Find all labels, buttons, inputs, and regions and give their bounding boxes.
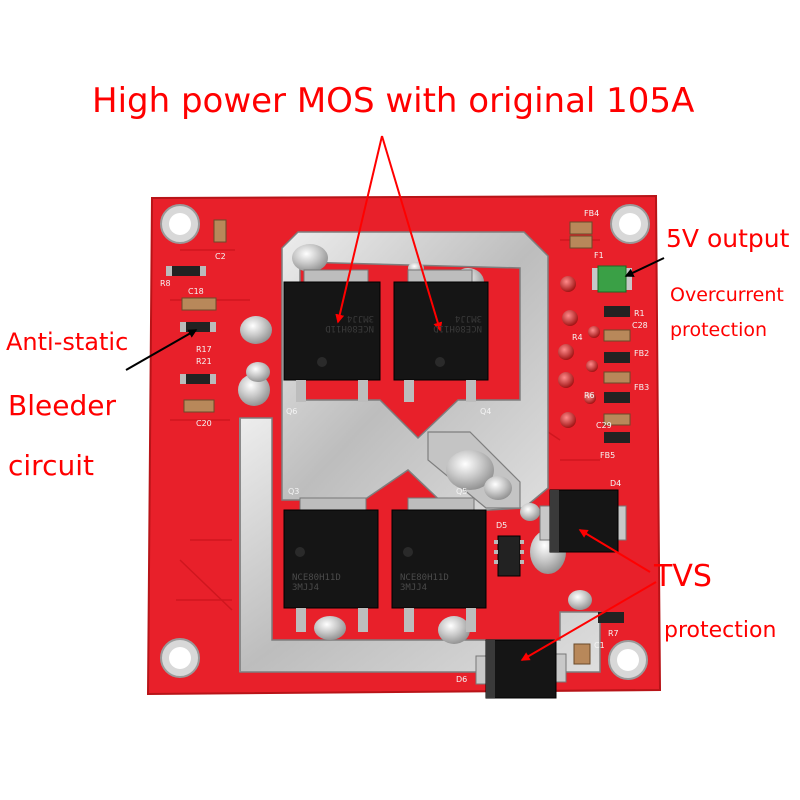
silk-fb5: FB5: [600, 451, 616, 460]
arrow-to-fuse: [624, 257, 665, 277]
arrow-to-q4: [381, 135, 443, 332]
circuit-annotation: circuit: [8, 449, 94, 482]
output-5v-annotation: 5V output: [666, 224, 790, 253]
silk-c2: C2: [215, 252, 226, 261]
overcurrent-annotation-line2: protection: [670, 319, 768, 341]
mosfet-q3: [283, 497, 379, 632]
anti-static-annotation: Anti-static: [6, 328, 129, 356]
silk-r8: R8: [160, 279, 171, 288]
silk-r6: R6: [584, 391, 595, 400]
silk-r4: R4: [572, 333, 583, 342]
silk-q5: Q5: [456, 487, 468, 496]
title-annotation: High power MOS with original 105A: [92, 81, 695, 121]
mosfet-q6: [283, 269, 381, 402]
silk-c20: C20: [196, 419, 212, 428]
silk-q6: Q6: [286, 407, 298, 416]
silk-fb4: FB4: [584, 209, 600, 218]
silk-r21: R21: [196, 357, 212, 366]
mosfet-q5: [391, 497, 487, 632]
silk-d5: D5: [496, 521, 508, 530]
silk-d6: D6: [456, 675, 468, 684]
silk-c1: C1: [594, 641, 605, 650]
bleeder-components: [166, 219, 227, 413]
silk-d4: D4: [610, 479, 622, 488]
tvs-annotation: TVS: [654, 559, 712, 594]
tvs-diode-d4: [539, 489, 627, 553]
silk-q3: Q3: [288, 487, 300, 496]
tvs-diode-d6: [475, 639, 567, 699]
silk-c29: C29: [596, 421, 612, 430]
arrow-to-bleeder: [125, 329, 198, 371]
silk-r1: R1: [634, 309, 645, 318]
silk-c18: C18: [188, 287, 204, 296]
silk-f1: F1: [594, 251, 604, 260]
arrow-to-d6: [520, 581, 657, 661]
indicator-leds: [558, 276, 600, 428]
silk-fb2: FB2: [634, 349, 650, 358]
mounting-holes: [160, 204, 650, 680]
arrow-to-d4: [578, 529, 651, 573]
arrow-to-q6: [335, 135, 383, 324]
silk-c28: C28: [632, 321, 648, 330]
silk-r17: R17: [196, 345, 212, 354]
small-ic-d5: [494, 535, 524, 577]
silk-r7: R7: [608, 629, 619, 638]
overcurrent-annotation-line1: Overcurrent: [670, 284, 784, 306]
silk-fb3: FB3: [634, 383, 650, 392]
bleeder-annotation: Bleeder: [8, 389, 116, 422]
right-smd-components: [569, 221, 631, 665]
tvs-protection-annotation: protection: [664, 618, 777, 643]
fuse-f1: [592, 265, 632, 293]
silk-q4: Q4: [480, 407, 492, 416]
